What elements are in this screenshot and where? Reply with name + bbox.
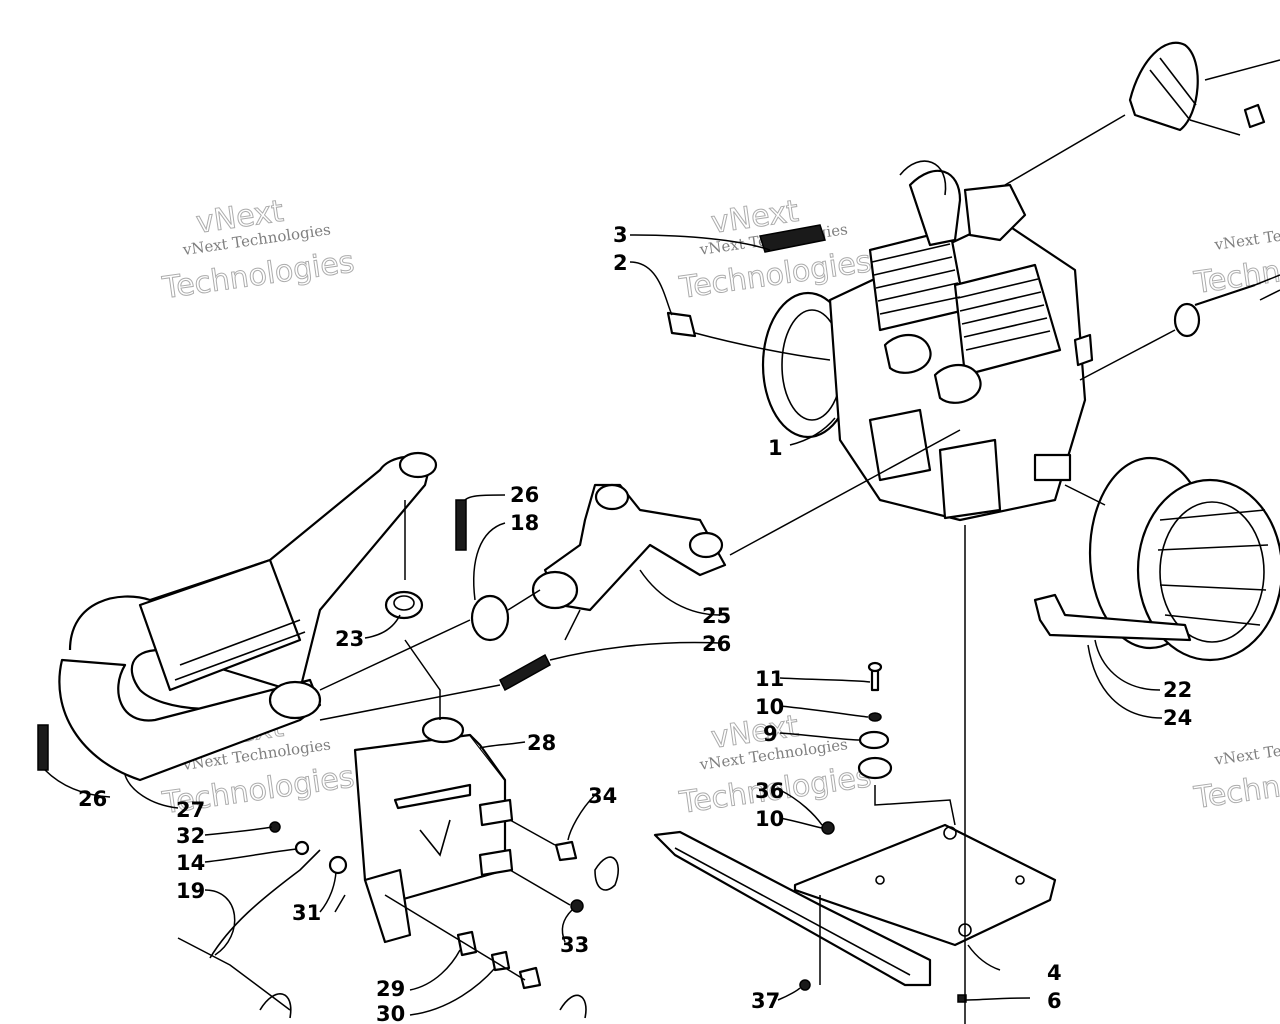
callout-31: 31 <box>292 901 321 925</box>
callout-22: 22 <box>1163 678 1192 702</box>
callout-leaders <box>44 234 1163 1016</box>
callout-30: 30 <box>376 1002 405 1024</box>
engine-assembly <box>761 160 1094 522</box>
watermark-small: vNext Technologies <box>1212 215 1280 254</box>
callout-34: 34 <box>588 784 617 808</box>
callout-25: 25 <box>702 604 731 628</box>
drive-clutch <box>1033 456 1280 662</box>
callout-26: 26 <box>702 632 731 656</box>
callout-6: 6 <box>1047 989 1062 1013</box>
callout-24: 24 <box>1163 706 1192 730</box>
recoil-starter <box>1128 41 1266 132</box>
callout-32: 32 <box>176 824 205 848</box>
watermark-small: vNext Technologies <box>1212 730 1280 769</box>
springs-and-gaskets <box>37 499 551 771</box>
callout-11: 11 <box>755 667 784 691</box>
callout-9: 9 <box>763 722 778 746</box>
callout-19: 19 <box>176 879 205 903</box>
callout-18: 18 <box>510 511 539 535</box>
engine-mount-plate <box>653 823 1057 987</box>
assembly-lines <box>177 59 1280 1024</box>
callout-28: 28 <box>527 731 556 755</box>
callout-27: 27 <box>176 798 205 822</box>
callout-14: 14 <box>176 851 205 875</box>
callout-4: 4 <box>1047 961 1062 985</box>
small-fasteners <box>209 821 620 1019</box>
exhaust-pipe <box>58 451 438 782</box>
mount-bolt <box>1173 283 1256 338</box>
mount-hardware-stack <box>799 661 967 1003</box>
callout-26: 26 <box>78 787 107 811</box>
callout-37: 37 <box>751 989 780 1013</box>
part-3-pad <box>759 224 826 253</box>
callout-1: 1 <box>768 436 783 460</box>
exhaust-manifold <box>531 483 727 612</box>
muffler <box>353 716 514 944</box>
callout-10: 10 <box>755 695 784 719</box>
callout-3: 3 <box>613 223 628 247</box>
callout-29: 29 <box>376 977 405 1001</box>
callout-2: 2 <box>613 251 628 275</box>
callout-33: 33 <box>560 933 589 957</box>
callout-36: 36 <box>755 779 784 803</box>
callout-26: 26 <box>510 483 539 507</box>
callout-23: 23 <box>335 627 364 651</box>
callout-labels: 3 2 1 4 6 11 10 9 36 10 37 22 24 26 18 2… <box>78 223 1192 1024</box>
callout-10: 10 <box>755 807 784 831</box>
part-2-bracket <box>666 311 697 338</box>
